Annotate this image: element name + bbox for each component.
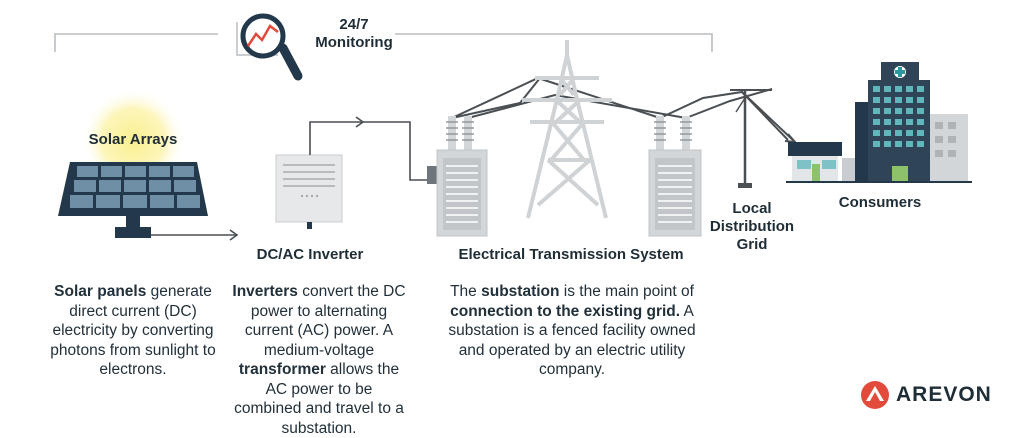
inverter-desc-bold1: Inverters	[232, 283, 298, 300]
inverter-label: DC/AC Inverter	[256, 246, 364, 263]
distribution-line3: Grid	[736, 236, 768, 253]
substation-right-icon	[648, 116, 702, 237]
monitoring-bracket	[54, 33, 713, 52]
transmission-desc-text1: is the main point of	[559, 283, 694, 300]
distribution-pole-icon	[730, 89, 772, 188]
monitoring-title-line2: Monitoring	[315, 34, 393, 51]
transmission-label: Electrical Transmission System	[458, 246, 684, 263]
substation-left-icon	[427, 116, 488, 237]
inverter-icon	[275, 154, 343, 229]
solar-desc-text: generate direct current (DC) electricity…	[50, 283, 216, 378]
solar-panel-icon	[58, 162, 208, 238]
solar-arrays-label: Solar Arrays	[88, 131, 178, 148]
solar-description: Solar panels generate direct current (DC…	[48, 282, 218, 380]
arevon-logo: AREVON	[860, 380, 992, 410]
inverter-desc-text1: convert the DC power to alternating curr…	[244, 283, 406, 359]
power-lines	[451, 76, 798, 144]
transmission-desc-bold1: substation	[481, 283, 560, 300]
distribution-line1: Local	[732, 200, 772, 217]
magnifier-chart-icon	[236, 13, 303, 81]
monitoring-title-line1: 24/7	[339, 16, 369, 33]
monitoring-label: 24/7 Monitoring	[300, 16, 408, 52]
inverter-desc-text2: allows the AC power to be combined and t…	[234, 361, 404, 437]
transmission-description: The substation is the main point of conn…	[446, 282, 698, 380]
arrow-inverter-to-substation	[309, 116, 428, 181]
distribution-label: Local Distribution Grid	[702, 200, 802, 254]
inverter-description: Inverters convert the DC power to altern…	[230, 282, 408, 438]
hospital-building-icon	[786, 62, 972, 183]
transmission-tower-icon	[522, 40, 612, 219]
transmission-desc-text0: The	[450, 283, 482, 300]
house-icon	[788, 142, 856, 182]
consumers-label: Consumers	[838, 194, 922, 211]
arevon-logo-icon	[861, 381, 889, 409]
solar-desc-bold: Solar panels	[54, 283, 147, 300]
transmission-desc-bold2: connection to the existing grid.	[450, 302, 681, 320]
brand-name: AREVON	[896, 383, 992, 406]
arrow-solar-to-inverter	[151, 229, 239, 241]
inverter-desc-bold2: transformer	[238, 361, 326, 378]
transmission-desc-text2: A substation is a fenced facility owned …	[448, 302, 696, 379]
distribution-line2: Distribution	[709, 218, 795, 235]
